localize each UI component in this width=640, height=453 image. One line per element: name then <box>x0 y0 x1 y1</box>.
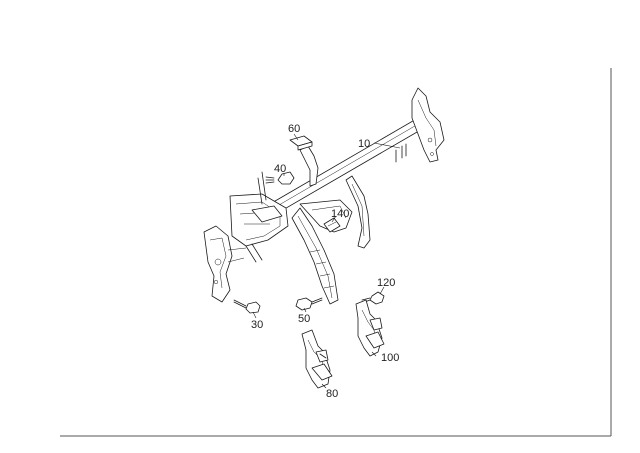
callout-50: 50 <box>298 313 310 325</box>
callout-10: 10 <box>358 138 370 150</box>
cross-car-beam <box>203 87 445 305</box>
part-40-bolt <box>265 171 295 185</box>
part-50-bolt <box>295 297 323 311</box>
part-80-bracket <box>301 329 333 389</box>
callout-140: 140 <box>331 208 349 220</box>
callout-30: 30 <box>251 319 263 331</box>
leader-lines <box>252 133 401 389</box>
part-140-bracket <box>323 217 341 233</box>
callout-120: 120 <box>377 277 395 289</box>
part-60-clip <box>289 135 313 151</box>
callout-100: 100 <box>381 352 399 364</box>
part-100-bracket <box>355 299 385 357</box>
part-30-bolt <box>233 299 261 314</box>
callout-40: 40 <box>274 163 286 175</box>
callout-80: 80 <box>326 388 338 400</box>
callout-60: 60 <box>288 123 300 135</box>
